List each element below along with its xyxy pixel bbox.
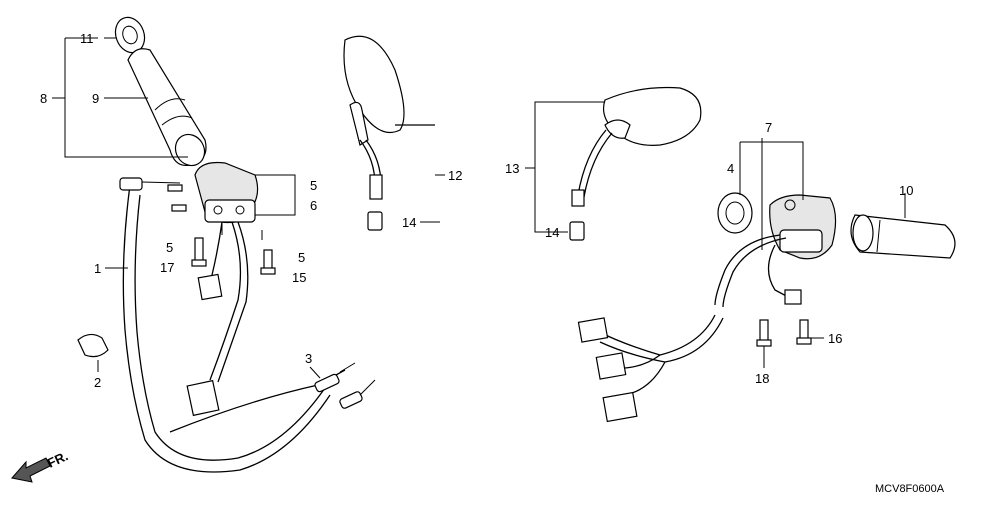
right-mirror [571, 86, 702, 207]
throttle-cable-1 [119, 177, 331, 473]
label-15: 15 [292, 270, 306, 285]
label-11: 11 [80, 31, 94, 46]
label-16: 16 [828, 331, 842, 346]
label-8: 8 [40, 91, 47, 106]
label-18: 18 [755, 371, 769, 386]
left-switch-housing [194, 161, 259, 224]
label-12: 12 [448, 168, 462, 183]
small-screws-left [167, 184, 187, 212]
screw-18 [756, 319, 772, 347]
diagram-code: MCV8F0600A [875, 483, 945, 495]
left-grip [127, 48, 207, 167]
label-6: 6 [310, 198, 317, 213]
direction-label: FR. [45, 448, 70, 470]
left-mirror [343, 35, 435, 200]
callout-labels: 11 8 9 5 6 5 17 5 15 1 2 3 12 14 13 14 7… [40, 31, 913, 390]
label-17: 17 [160, 260, 174, 275]
nut-14-right [569, 221, 585, 241]
grip-end-cap [114, 16, 146, 54]
label-5a: 5 [310, 178, 317, 193]
label-14b: 14 [545, 225, 559, 240]
label-4: 4 [727, 161, 734, 176]
label-13: 13 [505, 161, 519, 176]
screw-16 [796, 319, 812, 345]
left-switch-wiring [186, 221, 249, 417]
label-1: 1 [94, 261, 101, 276]
label-9: 9 [92, 91, 99, 106]
label-5c: 5 [298, 250, 305, 265]
screw-17 [191, 237, 207, 267]
label-7: 7 [765, 120, 772, 135]
right-switch-housing [769, 194, 837, 260]
label-2: 2 [94, 375, 101, 390]
right-switch-wiring [577, 234, 802, 423]
right-collar-4 [717, 192, 753, 234]
leader-lines [52, 37, 906, 379]
cable-clamp-2 [77, 333, 109, 358]
right-throttle-grip [850, 214, 956, 259]
label-14a: 14 [402, 215, 416, 230]
label-5b: 5 [166, 240, 173, 255]
nut-14-left [367, 211, 383, 231]
cable-3 [169, 362, 376, 433]
front-direction-arrow: FR. [11, 448, 70, 483]
label-3: 3 [305, 351, 312, 366]
screw-15 [260, 249, 276, 275]
label-10: 10 [899, 183, 913, 198]
